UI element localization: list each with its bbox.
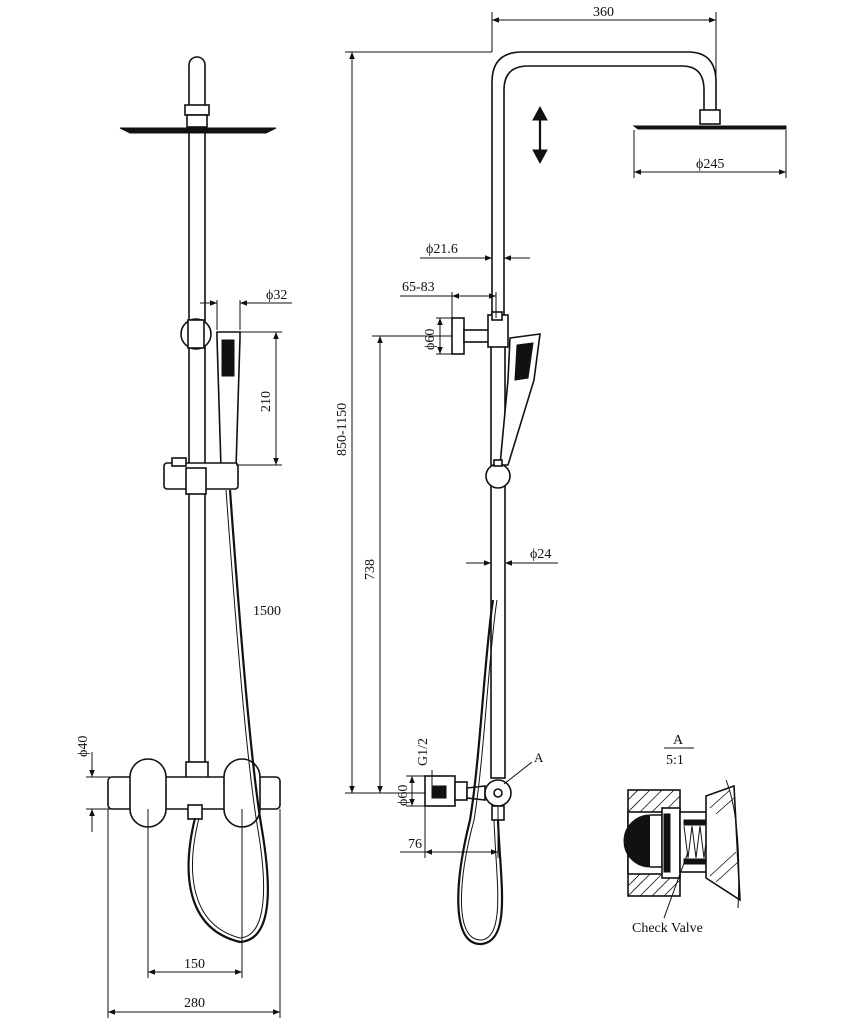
side-main-rod	[490, 327, 506, 779]
dim-handshower-length: 210	[259, 391, 274, 412]
front-main-rod	[188, 131, 206, 773]
side-view	[424, 51, 787, 946]
detail-a-check-valve: A 5:1	[623, 733, 741, 936]
side-inlet-connector	[454, 781, 468, 801]
front-hose-outlet	[187, 804, 203, 820]
side-inlet-nut	[466, 785, 486, 801]
detail-caption: Check Valve	[632, 921, 703, 936]
dim-inlet-spacing: 150	[184, 957, 205, 972]
dim-mixer-width: 280	[184, 996, 205, 1011]
dim-inlet-diameter: ϕ60	[396, 785, 411, 806]
side-hose	[457, 599, 504, 946]
detail-callout-label: A	[534, 750, 544, 765]
front-hose-inner	[192, 489, 265, 939]
front-hand-shower-nozzles	[221, 339, 235, 377]
side-shower-head	[632, 125, 787, 130]
side-hand-shower-nozzles	[514, 342, 534, 381]
dim-thread: G1/2	[416, 738, 431, 766]
detail-pipe	[705, 784, 741, 902]
detail-title: A	[673, 733, 684, 748]
dim-bracket-diameter: ϕ60	[423, 329, 438, 350]
dim-inlet-height: 738	[363, 559, 378, 580]
dim-holder-diameter: ϕ32	[266, 288, 287, 303]
side-dimensions: 360 ϕ245 ϕ21.6 65-83 ϕ60 850-1150 738 ϕ2…	[335, 5, 787, 858]
side-hose-inner	[460, 599, 499, 941]
dim-bracket-offset: 65-83	[402, 280, 435, 295]
dim-rod-diameter-lower: ϕ24	[530, 547, 551, 562]
side-bracket-screw	[491, 311, 503, 321]
front-rod-joint	[185, 761, 209, 779]
side-arm-outer	[491, 51, 717, 318]
front-dimensions: ϕ32 210 1500 ϕ40 150 280	[76, 288, 292, 1018]
side-bracket-plate	[451, 317, 465, 355]
dim-top-width: 360	[593, 5, 614, 20]
dim-mixer-height: ϕ40	[76, 736, 91, 757]
dim-rod-diameter-upper: ϕ21.6	[426, 242, 458, 257]
detail-scale: 5:1	[666, 753, 684, 768]
front-view	[107, 56, 281, 944]
front-shower-head	[119, 127, 277, 134]
side-slider-knob	[493, 459, 503, 467]
dim-inlet-offset: 76	[408, 837, 422, 852]
front-left-handle	[129, 758, 167, 828]
front-slider-knob	[171, 457, 187, 467]
side-head-connector	[699, 109, 721, 125]
front-shower-arm	[188, 56, 206, 108]
front-arm-joint	[184, 104, 210, 116]
front-slider-clamp	[185, 467, 207, 495]
side-arm-inner	[503, 65, 705, 318]
detail-ball	[623, 814, 651, 868]
front-head-connector	[186, 114, 208, 128]
dim-head-diameter: ϕ245	[696, 157, 724, 172]
side-slider-ball	[485, 463, 511, 489]
front-hose	[187, 489, 269, 944]
dim-hose-length: 1500	[253, 604, 281, 619]
dim-total-height: 850-1150	[335, 403, 350, 456]
front-bracket-clamp	[187, 319, 205, 349]
